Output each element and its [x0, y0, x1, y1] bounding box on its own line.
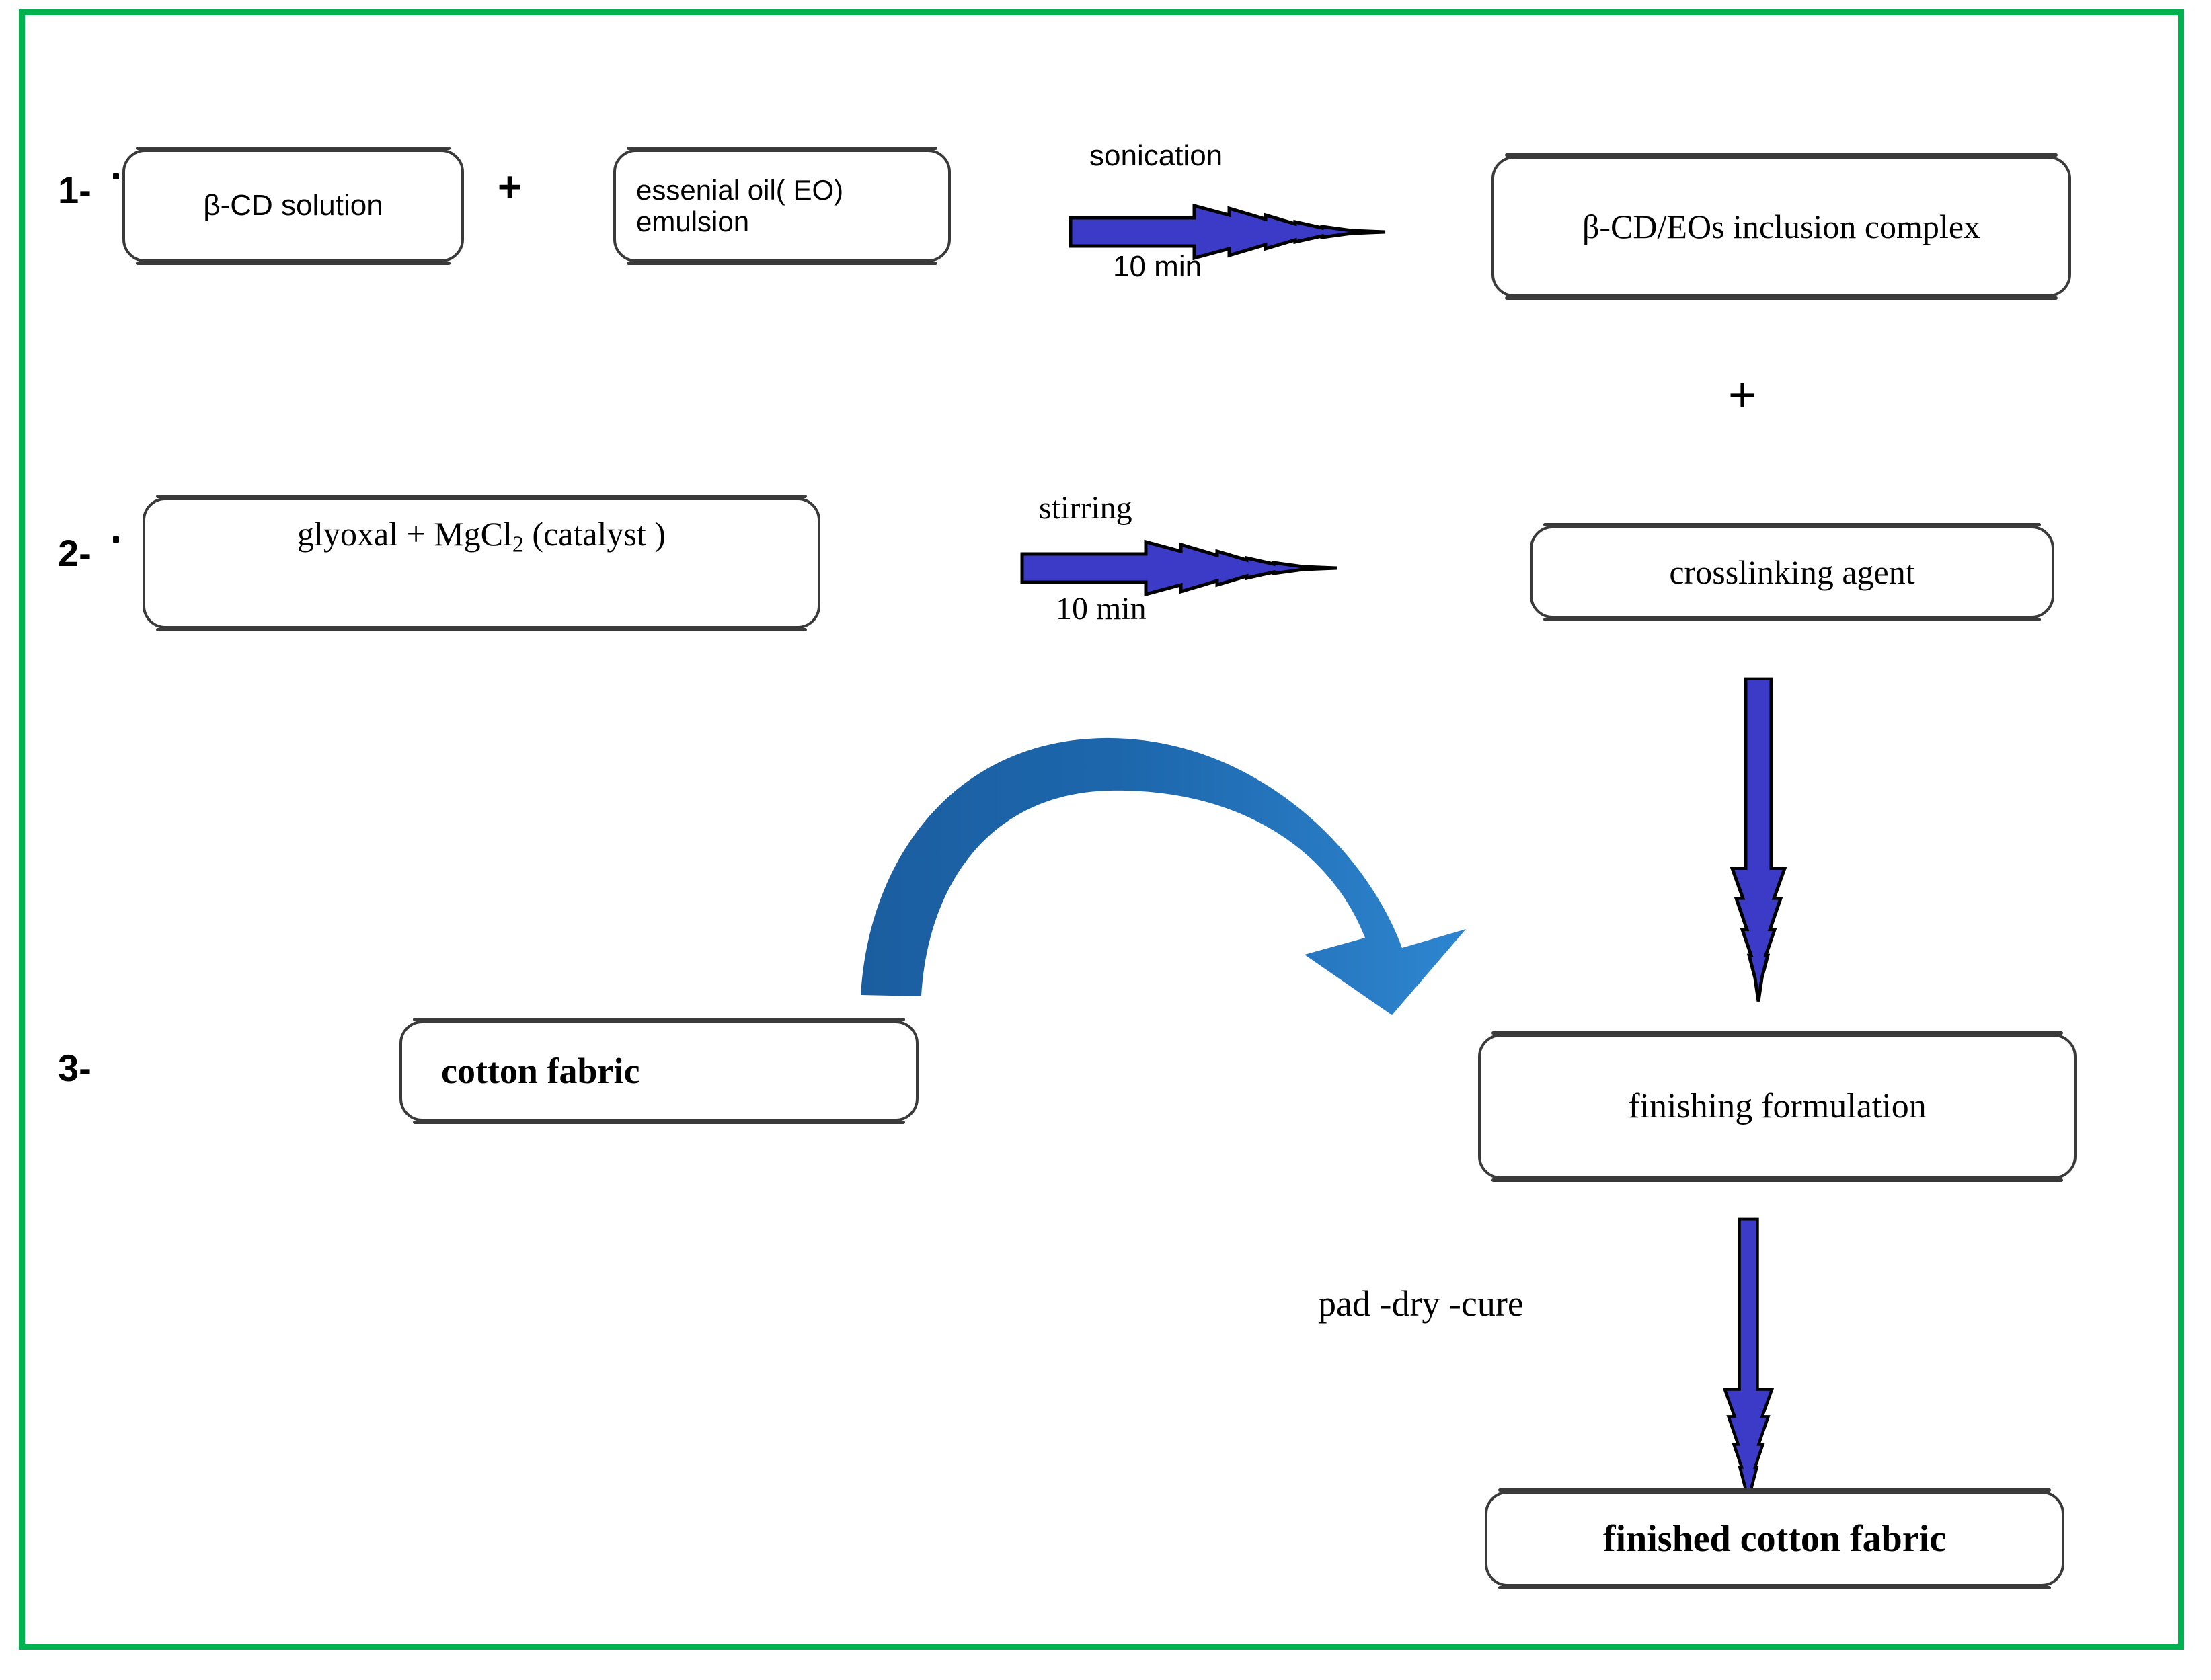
box-bcd-solution[interactable]: β-CD solution	[122, 147, 464, 265]
box-finished-cotton-fabric[interactable]: finished cotton fabric	[1485, 1488, 2064, 1589]
box-eo-emulsion-line2: emulsion	[636, 206, 750, 237]
box-crosslinking-agent-label: crosslinking agent	[1669, 553, 1915, 591]
curved-arrow-cotton-to-formulation-icon	[861, 737, 1466, 1015]
glyoxal-text-pre: glyoxal + MgCl	[297, 515, 512, 553]
plus-operator-vertical: +	[1728, 368, 1757, 422]
step-number-1: 1-	[58, 169, 91, 211]
box-finishing-formulation-label: finishing formulation	[1628, 1086, 1927, 1125]
box-cotton-fabric-label: cotton fabric	[441, 1050, 640, 1091]
box-finishing-formulation[interactable]: finishing formulation	[1478, 1031, 2077, 1182]
step-number-3: 3-	[58, 1047, 91, 1089]
box-eo-emulsion-line1: essenial oil( EO)	[636, 173, 844, 206]
box-eo-emulsion[interactable]: essenial oil( EO) emulsion	[613, 147, 951, 265]
box-bcd-solution-label: β-CD solution	[203, 189, 383, 223]
vertical-arrow-to-finished-fabric	[1722, 1217, 1775, 1509]
arrow-label-pad-dry-cure: pad -dry -cure	[1318, 1283, 1524, 1324]
diagram-frame	[19, 9, 2184, 1650]
box-inclusion-complex-label: β-CD/EOs inclusion complex	[1582, 208, 1981, 245]
stirring-arrow-icon	[1020, 539, 1337, 597]
vertical-arrow-to-finishing-formulation	[1730, 677, 1787, 1002]
arrow-duration-sonication: 10 min	[1113, 250, 1202, 283]
glyoxal-text-post: (catalyst )	[523, 515, 666, 553]
box-glyoxal-catalyst-label: glyoxal + MgCl2 (catalyst )	[145, 515, 818, 558]
box-cotton-fabric[interactable]: cotton fabric	[399, 1018, 919, 1124]
box-eo-emulsion-label: essenial oil( EO) emulsion	[636, 174, 928, 237]
box-finished-cotton-fabric-label: finished cotton fabric	[1602, 1517, 1947, 1560]
step-number-2: 2-	[58, 532, 91, 574]
sonication-arrow-icon	[1069, 203, 1386, 261]
box-crosslinking-agent[interactable]: crosslinking agent	[1530, 523, 2054, 621]
step-2-bullet-dot	[113, 536, 119, 543]
glyoxal-subscript: 2	[512, 532, 524, 557]
arrow-label-stirring: stirring	[1039, 490, 1132, 526]
arrow-duration-stirring: 10 min	[1056, 591, 1147, 627]
box-inclusion-complex[interactable]: β-CD/EOs inclusion complex	[1491, 153, 2071, 300]
box-glyoxal-catalyst[interactable]: glyoxal + MgCl2 (catalyst )	[143, 495, 820, 631]
arrow-label-sonication: sonication	[1089, 139, 1223, 172]
plus-operator-row1: +	[498, 164, 522, 210]
step-1-bullet-dot	[113, 173, 119, 179]
